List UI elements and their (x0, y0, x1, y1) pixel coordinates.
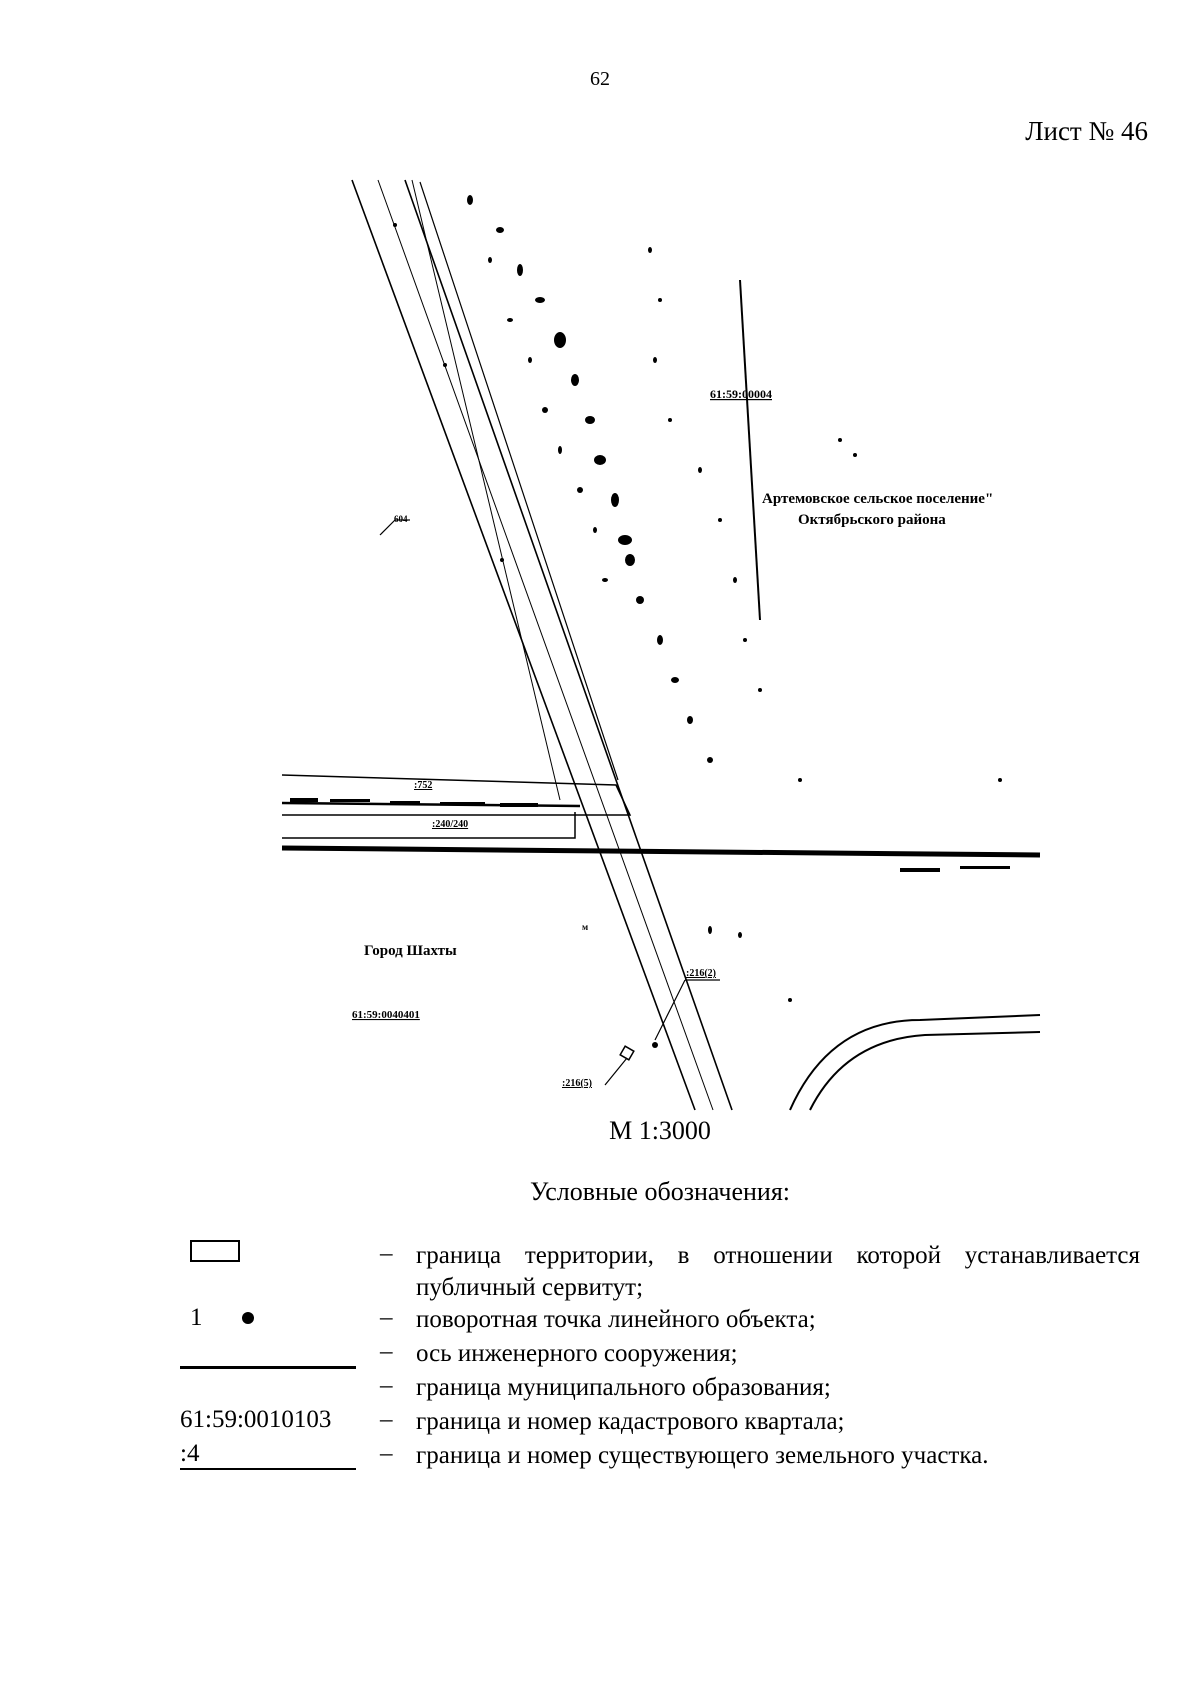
legend-dash: – (380, 1338, 393, 1365)
map-label-240: :240/240 (432, 819, 468, 830)
legend-text: граница и номер существующего земельного… (416, 1442, 989, 1469)
legend-text: граница и номер кадастрового квартала; (416, 1408, 845, 1435)
legend-text: ось инженерного сооружения; (416, 1340, 738, 1367)
point-number: 1 (190, 1304, 203, 1331)
rectangle-symbol-icon (190, 1240, 240, 1262)
legend-dash: – (380, 1406, 393, 1433)
legend-item-servitude-boundary: – граница территории, в отношении которо… (180, 1240, 1140, 1304)
legend-item-turning-point: 1 – поворотная точка линейного объекта; (180, 1304, 1140, 1338)
kvartal-symbol: 61:59:0010103 (180, 1406, 332, 1433)
map-label-604: 604 (394, 514, 408, 524)
legend-text: граница муниципального образования; (416, 1374, 831, 1401)
map-label-settlement-line2: Октябрьского района (798, 512, 946, 528)
legend-dash: – (380, 1372, 393, 1399)
engineering-axis (377, 179, 714, 1111)
legend-text: граница территории, в отношении которой … (416, 1242, 1140, 1301)
map-label-216-5: :216(5) (562, 1078, 592, 1089)
turning-point-marker (619, 1045, 635, 1061)
sheet-label: Лист № 46 (1025, 116, 1148, 146)
map-label-216-2: :216(2) (686, 968, 716, 979)
servitude-boundary (351, 179, 733, 1111)
map-label-m: м (582, 922, 588, 932)
turning-point-dot (652, 1042, 658, 1048)
legend-dash: – (380, 1304, 393, 1331)
legend-text: поворотная точка линейного объекта; (416, 1306, 816, 1333)
leader-lines (379, 519, 720, 1086)
legend-item-parcel: :4 – граница и номер существующего земел… (180, 1440, 1140, 1474)
road-marks (290, 798, 1010, 872)
legend-dash: – (380, 1240, 393, 1267)
map-label-settlement-line1: Артемовское сельское поселение" (762, 491, 993, 507)
municipal-boundary (281, 845, 1041, 858)
legend-item-engineering-axis: – ось инженерного сооружения; (180, 1338, 1140, 1372)
municipal-line-symbol-icon (180, 1366, 356, 1369)
map-label-city: Город Шахты (364, 943, 457, 959)
page-number: 62 (590, 68, 610, 90)
legend: – граница территории, в отношении которо… (180, 1240, 1140, 1474)
legend-item-kvartal: 61:59:0010103 – граница и номер кадастро… (180, 1406, 1140, 1440)
map-label-kvartal: 61:59:0040401 (352, 1009, 420, 1021)
point-dot-icon (242, 1312, 254, 1324)
vertical-boundary-right (739, 279, 761, 621)
road-curve (789, 1014, 1041, 1111)
map-label-752: :752 (414, 780, 432, 791)
map-label-parcel-top: 61:59:00004 (710, 387, 772, 401)
legend-item-municipal-boundary: – граница муниципального образования; (180, 1372, 1140, 1406)
parcel-symbol: :4 (180, 1440, 356, 1470)
legend-dash: – (380, 1440, 393, 1467)
map-scale: М 1:3000 (609, 1116, 711, 1145)
relief-marks (393, 195, 1002, 1002)
legend-title: Условные обозначения: (529, 1177, 791, 1206)
